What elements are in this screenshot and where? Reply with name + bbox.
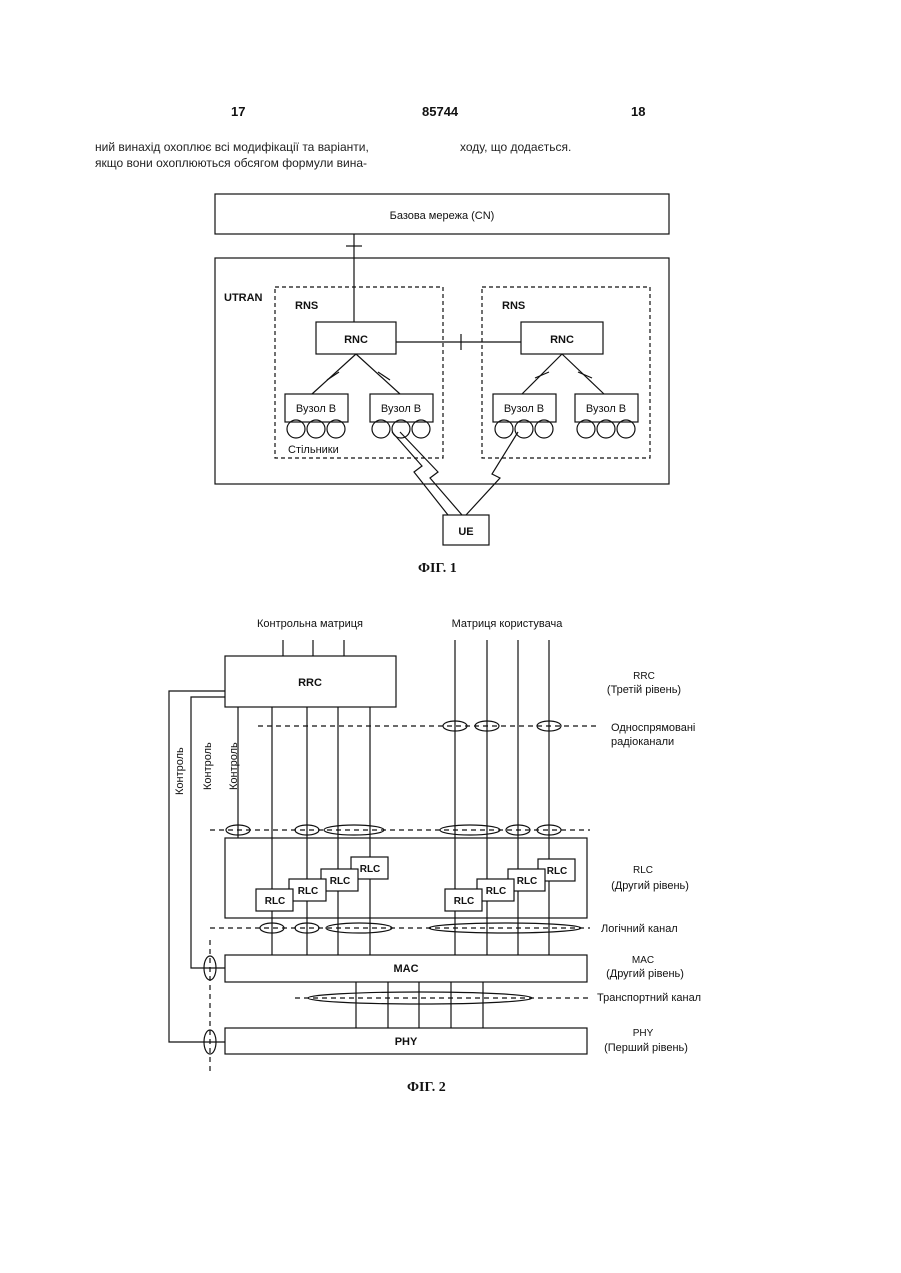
mac-side-label: MAC: [632, 955, 654, 966]
rrc-layer-label: (Третій рівень): [607, 684, 681, 696]
mac-layer-label: (Другий рівень): [606, 968, 684, 980]
phy-side-label: PHY: [633, 1028, 654, 1039]
rlc-entity-right-1: RLC: [454, 896, 475, 907]
mac-box-label: MAC: [393, 963, 418, 975]
radio-bearers-label-1: Односпрямовані: [611, 722, 695, 734]
control-label-3: Контроль: [228, 742, 240, 790]
rlc-layer-label: (Другий рівень): [611, 880, 689, 892]
rlc-entity-right-2: RLC: [486, 886, 507, 897]
rrc-side-label: RRC: [633, 671, 655, 682]
control-label-2: Контроль: [202, 742, 214, 790]
rlc-entity-left-2: RLC: [298, 886, 319, 897]
rlc-entity-left-4: RLC: [360, 864, 381, 875]
rlc-side-label: RLC: [633, 865, 653, 876]
rlc-entity-right-4: RLC: [547, 866, 568, 877]
control-plane-label: Контрольна матриця: [257, 618, 363, 630]
rlc-entity-left-1: RLC: [265, 896, 286, 907]
rlc-entity-right-3: RLC: [517, 876, 538, 887]
transport-channel-label: Транспортний канал: [597, 992, 701, 1004]
phy-box-label: PHY: [395, 1036, 418, 1048]
control-label-1: Контроль: [174, 747, 186, 795]
figure-2-caption: ФІГ. 2: [407, 1080, 446, 1096]
logical-channel-label: Логічний канал: [601, 923, 678, 935]
phy-layer-label: (Перший рівень): [604, 1042, 688, 1054]
rrc-box-label: RRC: [298, 677, 322, 689]
rlc-entity-left-3: RLC: [330, 876, 351, 887]
user-plane-label: Матриця користувача: [452, 618, 564, 630]
radio-bearers-label-2: радіоканали: [611, 736, 674, 748]
